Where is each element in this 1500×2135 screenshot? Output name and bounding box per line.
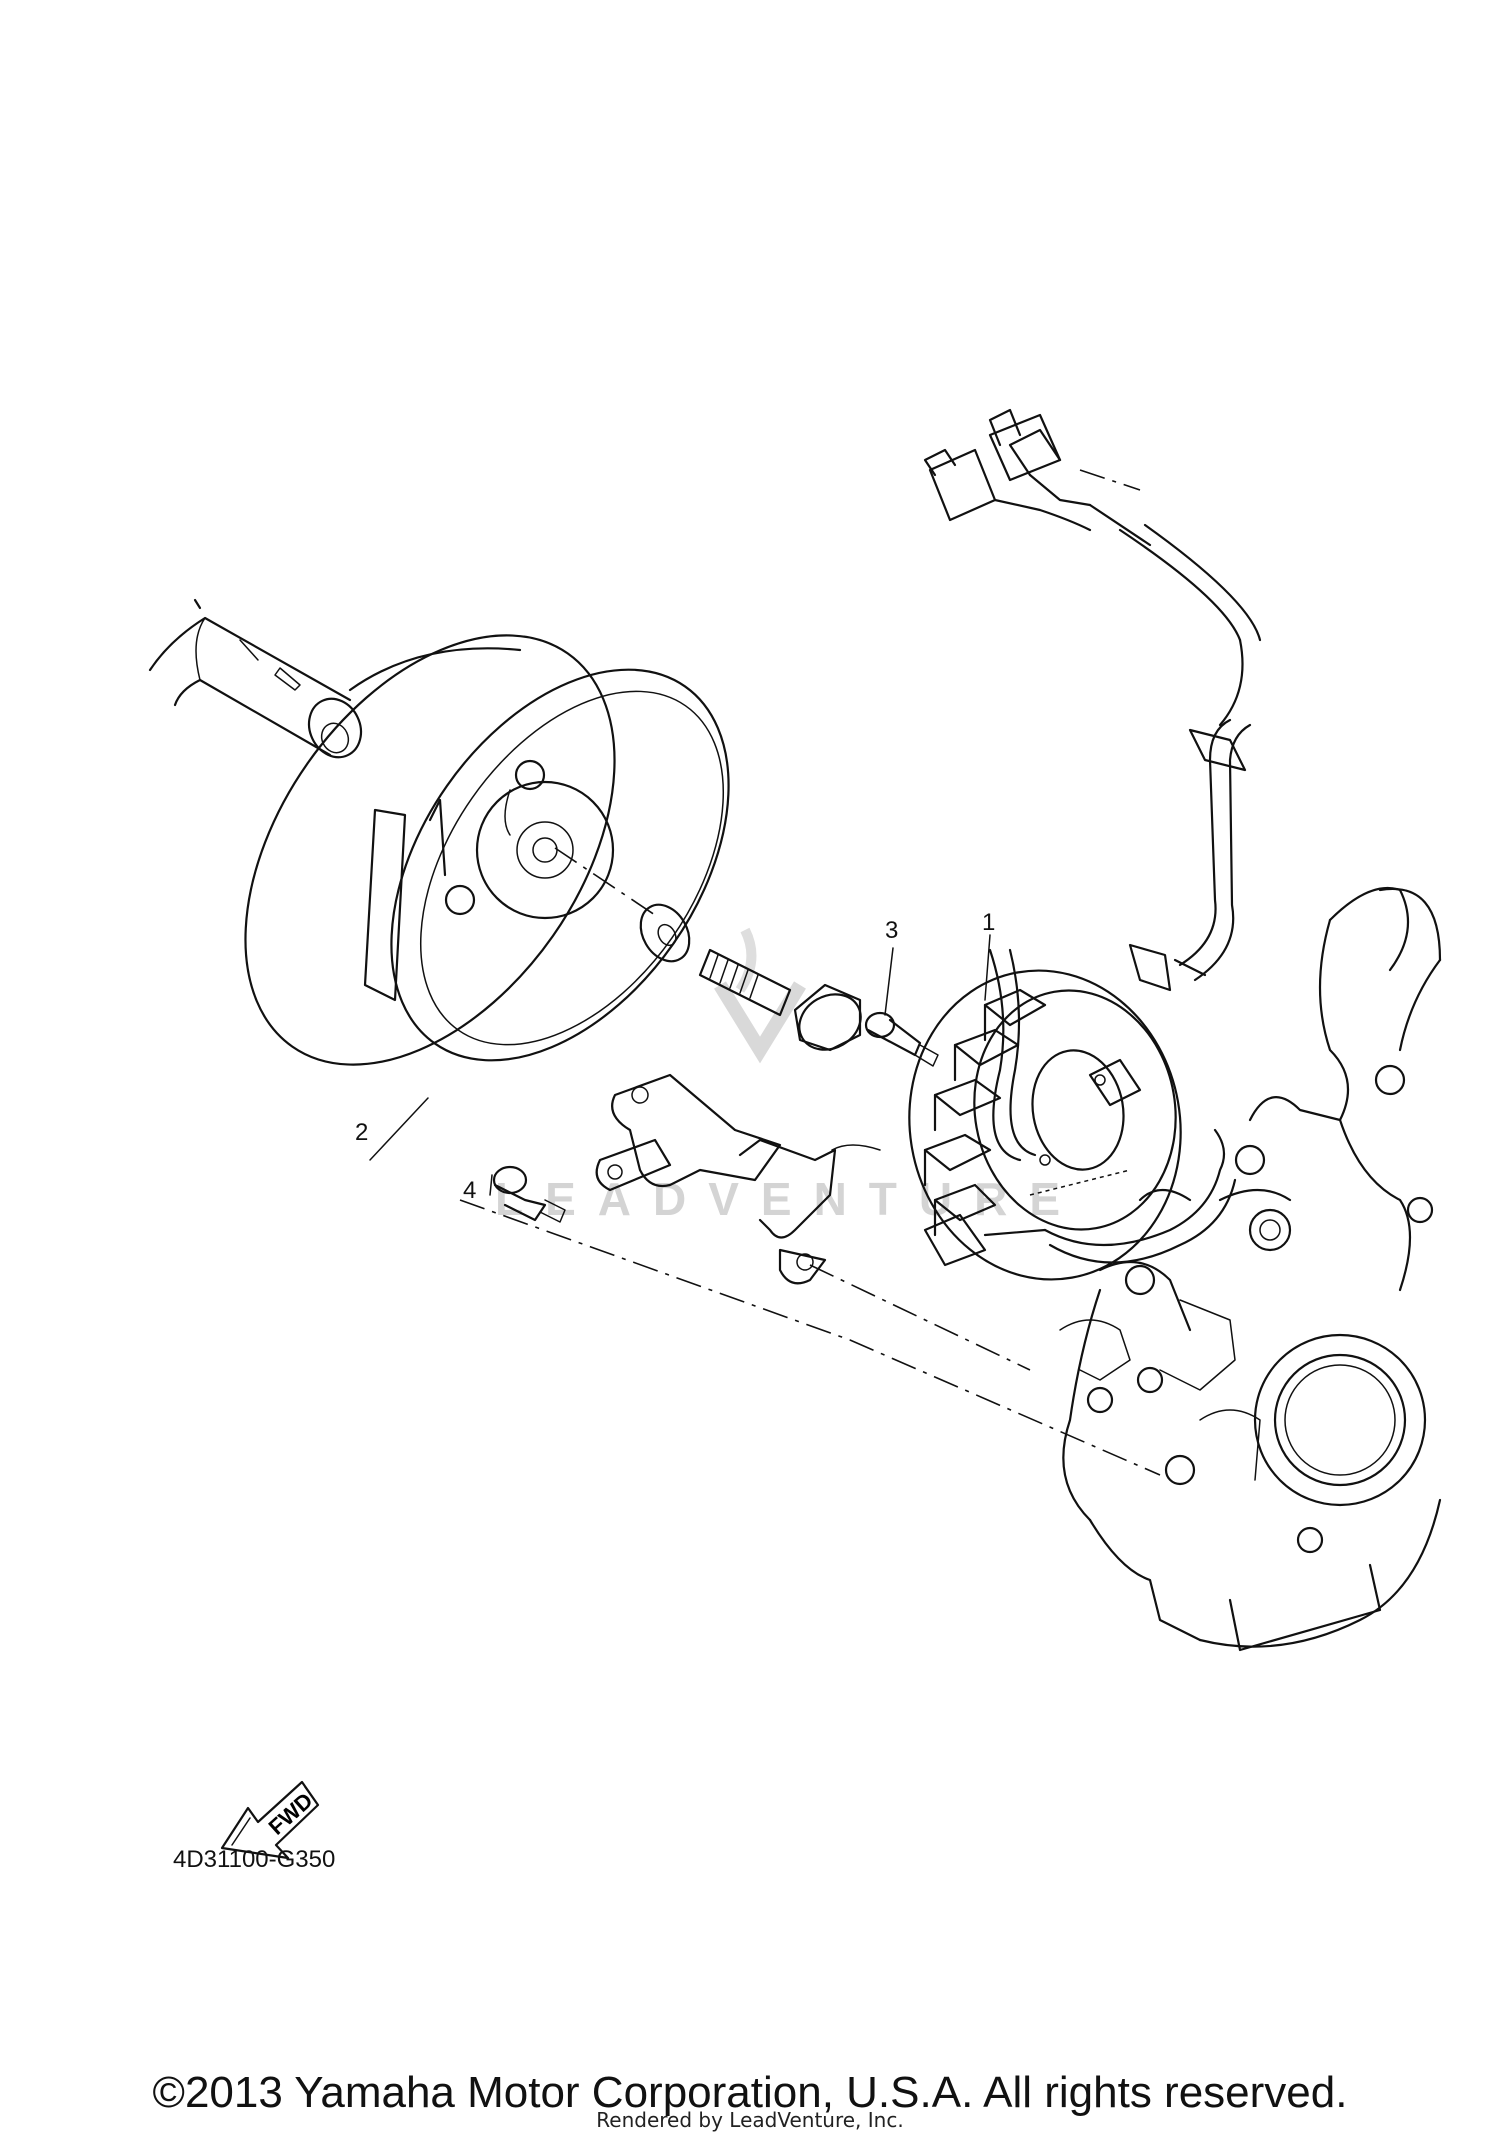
washer-and-bolt: [639, 903, 862, 1052]
callout-2: 2: [355, 1119, 368, 1146]
diagram-code: 4D31100-G350: [173, 1846, 336, 1873]
watermark: LEADVENTURE: [495, 927, 1082, 1225]
callout-3: 3: [885, 917, 898, 944]
crankcase-cover: [1059, 886, 1442, 1652]
pickup-bracket: [595, 1073, 881, 1285]
watermark-text: LEADVENTURE: [495, 1173, 1082, 1225]
crankshaft-end: [148, 598, 363, 759]
wire-harness: [923, 408, 1262, 1267]
callout-1: 1: [982, 909, 995, 936]
leader-lines: [369, 934, 991, 1196]
stator-assembly: [908, 969, 1182, 1281]
copyright-text: ©2013 Yamaha Motor Corporation, U.S.A. A…: [152, 2068, 1348, 2117]
bolt-4: [492, 1165, 566, 1223]
alignment-lines: [459, 469, 1161, 1476]
callout-4: 4: [463, 1177, 476, 1204]
rendered-by-text: Rendered by LeadVenture, Inc.: [596, 2108, 904, 2132]
screw-3: [864, 1011, 939, 1067]
